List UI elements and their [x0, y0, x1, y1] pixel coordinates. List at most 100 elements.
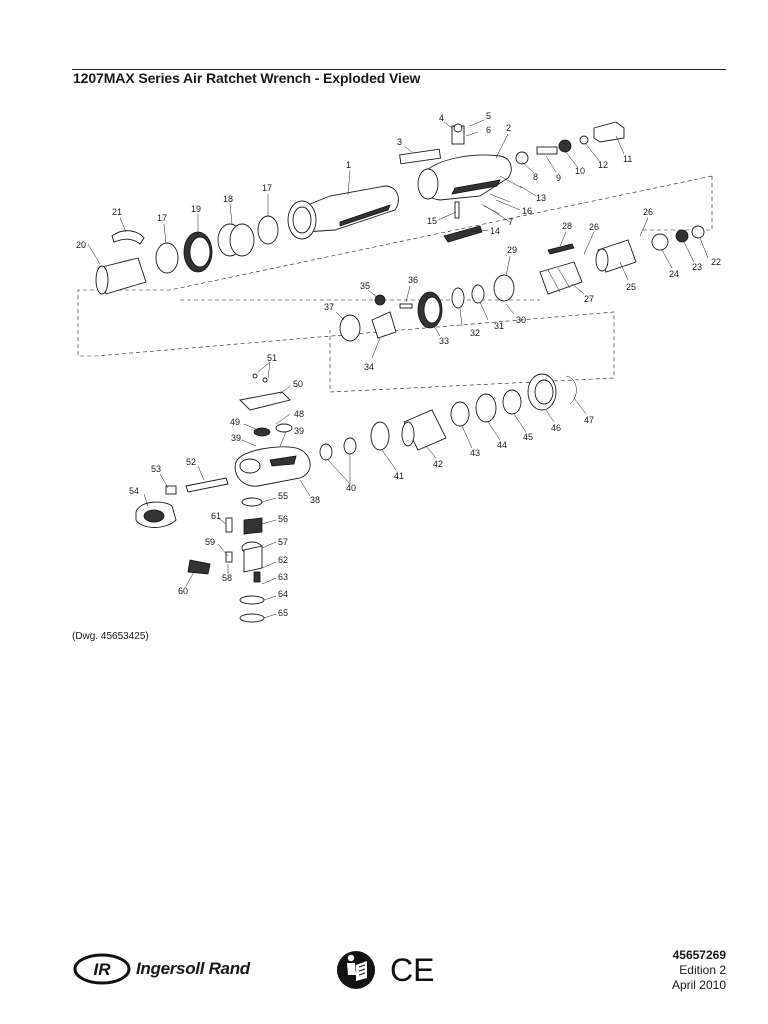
document-info: 45657269 Edition 2 April 2010 [672, 948, 726, 993]
callout-31: 31 [494, 321, 504, 331]
ingersoll-rand-logo-icon: IR [73, 953, 131, 985]
brand-mark: IR [94, 960, 112, 979]
clutch-plates-part [450, 389, 522, 427]
callout-60: 60 [178, 586, 188, 596]
callout-21: 21 [112, 207, 122, 217]
callout-37: 37 [324, 302, 334, 312]
callout-49: 49 [230, 417, 240, 427]
brand-name: Ingersoll Rand [136, 959, 250, 978]
leader-lines [87, 119, 709, 619]
callout-47: 47 [584, 415, 594, 425]
callout-26b: 26 [589, 222, 599, 232]
callout-15: 15 [427, 216, 437, 226]
callout-39a: 39 [231, 433, 241, 443]
throttle-valve-part [451, 123, 465, 145]
callout-34: 34 [364, 362, 374, 372]
callout-19: 19 [191, 204, 201, 214]
callout-53: 53 [151, 464, 161, 474]
callout-44: 44 [497, 440, 507, 450]
callout-54: 54 [129, 486, 139, 496]
callout-62: 62 [278, 555, 288, 565]
callout-35: 35 [360, 281, 370, 291]
callout-42: 42 [433, 459, 443, 469]
callout-30: 30 [516, 315, 526, 325]
callout-64: 64 [278, 589, 288, 599]
callout-14: 14 [490, 226, 500, 236]
assembly-guide-lines [77, 175, 713, 393]
callout-48: 48 [294, 409, 304, 419]
callout-58: 58 [222, 573, 232, 583]
callout-17b: 17 [157, 213, 167, 223]
callout-29: 29 [507, 245, 517, 255]
callout-22: 22 [711, 257, 721, 267]
reverse-knob-part [187, 551, 233, 575]
callout-16: 16 [522, 206, 532, 216]
bearing-needle-part [253, 423, 293, 437]
bushings-part [319, 437, 357, 461]
callout-50: 50 [293, 379, 303, 389]
callout-7: 7 [508, 217, 513, 227]
callout-41: 41 [394, 471, 404, 481]
anvil-part [225, 497, 265, 623]
certification-marks: CE [336, 948, 446, 997]
drawing-reference: (Dwg. 45653425) [72, 631, 149, 642]
document-number: 45657269 [672, 948, 726, 962]
callout-4: 4 [439, 113, 444, 123]
callout-27: 27 [584, 294, 594, 304]
cylinder-part [595, 239, 637, 273]
callout-38: 38 [310, 495, 320, 505]
ratchet-yoke-part [135, 501, 177, 528]
callout-11: 11 [623, 154, 632, 164]
bearing-sleeve-part [217, 223, 255, 257]
callout-18: 18 [223, 194, 233, 204]
clamp-nut-part [95, 257, 147, 295]
end-plate-part [651, 225, 705, 251]
publication-date: April 2010 [671, 978, 726, 992]
page-title: 1207MAX Series Air Ratchet Wrench - Expl… [73, 70, 421, 86]
shroud-clip-part [111, 230, 145, 245]
brand-logo: IR Ingersoll Rand [72, 950, 250, 988]
callout-17a: 17 [262, 183, 272, 193]
ratchet-head-part [234, 446, 311, 487]
callout-45: 45 [523, 432, 533, 442]
callout-32: 32 [470, 328, 480, 338]
callout-40: 40 [346, 483, 356, 493]
callout-28: 28 [562, 221, 572, 231]
callout-57: 57 [278, 537, 288, 547]
callout-23: 23 [692, 262, 702, 272]
crankshaft-part [165, 477, 229, 495]
read-manual-icon [337, 951, 375, 989]
handle-housing-part [417, 154, 512, 201]
callout-59: 59 [205, 537, 215, 547]
callout-5: 5 [486, 111, 491, 121]
callout-3: 3 [397, 137, 402, 147]
spring-pins-part [483, 175, 523, 215]
edition-label: Edition 2 [679, 963, 726, 977]
callout-26a: 26 [643, 207, 653, 217]
throttle-lever-part [443, 201, 483, 243]
crank-housing-part [401, 409, 447, 451]
callout-51: 51 [267, 353, 277, 363]
callout-61: 61 [211, 511, 221, 521]
retainer-ring-part [527, 373, 577, 411]
callout-1: 1 [346, 160, 351, 170]
callout-9: 9 [556, 173, 561, 183]
rotor-blade-part [547, 243, 575, 255]
header-rule [72, 69, 726, 70]
washer-part [451, 287, 465, 309]
callout-33: 33 [439, 336, 449, 346]
ring-gear-part [183, 231, 213, 273]
front-end-plate-part [471, 274, 515, 304]
callout-63: 63 [278, 572, 288, 582]
callout-39b: 39 [294, 426, 304, 436]
inlet-assembly-part [515, 121, 625, 165]
callout-43: 43 [470, 448, 480, 458]
callout-24: 24 [669, 269, 679, 279]
callout-10: 10 [575, 166, 585, 176]
compliance-icons: CE [337, 951, 434, 989]
head-cover-part [239, 373, 291, 411]
gear-cage-part [339, 294, 413, 342]
callout-6: 6 [486, 125, 491, 135]
callout-12: 12 [598, 160, 608, 170]
